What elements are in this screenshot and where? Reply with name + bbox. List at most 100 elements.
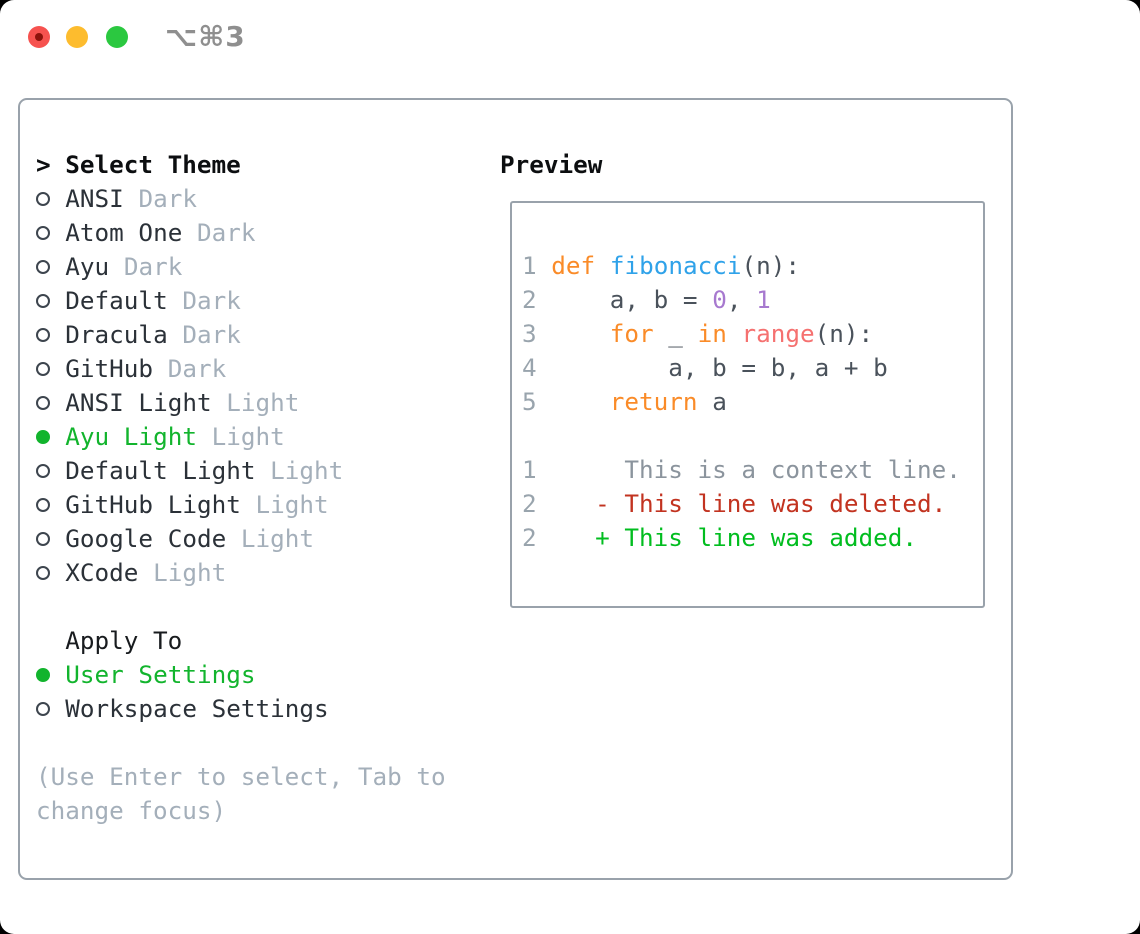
code-token-lineno: 1 [522,455,537,484]
code-token-plain [537,387,610,416]
radio-unselected-icon [36,566,50,580]
code-line: 4 a, b = b, a + b [522,351,983,385]
code-token-plain: a, b = b, a + b [536,353,888,382]
code-token-call: range [741,319,815,348]
code-token-plain [537,251,552,280]
unsaved-indicator-dot [35,33,43,41]
minimize-button[interactable] [66,26,88,48]
select-theme-heading-row: > Select Theme [36,148,446,182]
code-token-lineno: 1 [522,251,537,280]
theme-variant-label: Light [255,490,329,519]
window-title: ⌥⌘3 [165,20,246,53]
theme-variant-label: Dark [196,218,256,247]
theme-option-label: Default [65,286,183,315]
radio-unselected-icon [36,294,50,308]
apply-to-option-label: Workspace Settings [65,694,329,723]
radio-unselected-icon [36,226,50,240]
theme-option-default-light[interactable]: Default Light Light [36,454,446,488]
code-token-kw: return [609,387,698,416]
theme-option-dracula[interactable]: Dracula Dark [36,318,446,352]
radio-unselected-icon [36,498,50,512]
code-line: 1 This is a context line. [522,453,983,487]
code-line: 2 - This line was deleted. [522,487,983,521]
apply-to-option-label: User Settings [65,660,256,689]
apply-to-option-workspace-settings[interactable]: Workspace Settings [36,692,446,726]
code-line: 3 for _ in range(n): [522,317,983,351]
code-token-num: 1 [756,285,771,314]
radio-selected-icon [36,668,50,682]
theme-option-label: Ayu [65,252,124,281]
theme-variant-label: Light [226,388,300,417]
radio-unselected-icon [36,192,50,206]
code-token-lineno: 2 [522,489,537,518]
radio-unselected-icon [36,702,50,716]
theme-variant-label: Dark [123,252,183,281]
theme-option-atom-one[interactable]: Atom One Dark [36,216,446,250]
theme-variant-label: Dark [182,320,241,349]
radio-unselected-icon [36,260,50,274]
code-token-del: - This line was deleted. [536,489,947,518]
theme-variant-label: Light [211,422,285,451]
help-hint-line-1: (Use Enter to select, Tab to [36,762,446,791]
theme-option-ansi-light[interactable]: ANSI Light Light [36,386,446,420]
help-hint-line-2: change focus) [36,796,227,825]
help-hint: (Use Enter to select, Tab to change focu… [36,760,446,828]
code-token-lineno: 5 [522,387,537,416]
apply-to-option-user-settings[interactable]: User Settings [36,658,446,692]
radio-selected-icon [36,430,50,444]
selection-prompt-icon: > [36,150,66,179]
code-token-add: + This line was added. [536,523,917,552]
code-line: 5 return a [522,385,983,419]
theme-option-ansi[interactable]: ANSI Dark [36,182,446,216]
select-theme-heading: Select Theme [65,150,241,179]
code-token-plain: a, b = [536,285,713,314]
radio-unselected-icon [36,464,50,478]
theme-option-ayu-light[interactable]: Ayu Light Light [36,420,446,454]
radio-unselected-icon [36,328,50,342]
code-token-plain: (n): [814,319,874,348]
theme-option-label: Ayu Light [65,422,212,451]
theme-option-xcode[interactable]: XCode Light [36,556,446,590]
code-token-lineno: 4 [522,353,537,382]
preview-pane: Preview [500,148,602,182]
theme-option-label: ANSI [65,184,139,213]
close-button[interactable] [28,26,50,48]
zoom-button[interactable] [106,26,128,48]
spacer-row [36,590,446,624]
code-token-kw: for [609,319,654,348]
code-token-fn: fibonacci [609,251,742,280]
theme-option-label: GitHub Light [65,490,256,519]
code-line: 2 + This line was added. [522,521,983,555]
code-token-lineno: 2 [522,285,537,314]
theme-option-label: Default Light [65,456,271,485]
code-token-plain: (n): [741,251,800,280]
preview-heading: Preview [500,150,603,179]
theme-variant-label: Light [240,524,314,553]
theme-option-label: XCode [65,558,154,587]
theme-option-ayu[interactable]: Ayu Dark [36,250,446,284]
theme-option-label: Dracula [65,320,183,349]
theme-option-github-light[interactable]: GitHub Light Light [36,488,446,522]
theme-variant-label: Dark [167,354,227,383]
theme-option-label: Google Code [65,524,241,553]
code-token-plain: _ [653,319,698,348]
radio-unselected-icon [36,396,50,410]
code-token-plain [595,251,610,280]
code-token-num: 0 [712,285,727,314]
code-token-lineno: 3 [522,319,537,348]
code-token-plain: , [726,285,757,314]
code-token-kw: def [551,251,596,280]
theme-variant-label: Dark [182,286,241,315]
theme-option-label: GitHub [65,354,168,383]
theme-variant-label: Light [153,558,227,587]
theme-option-github[interactable]: GitHub Dark [36,352,446,386]
code-line: 1 def fibonacci(n): [522,249,983,283]
theme-option-default[interactable]: Default Dark [36,284,446,318]
code-token-plain [537,319,610,348]
theme-option-google-code[interactable]: Google Code Light [36,522,446,556]
apply-to-heading: Apply To [65,626,183,655]
